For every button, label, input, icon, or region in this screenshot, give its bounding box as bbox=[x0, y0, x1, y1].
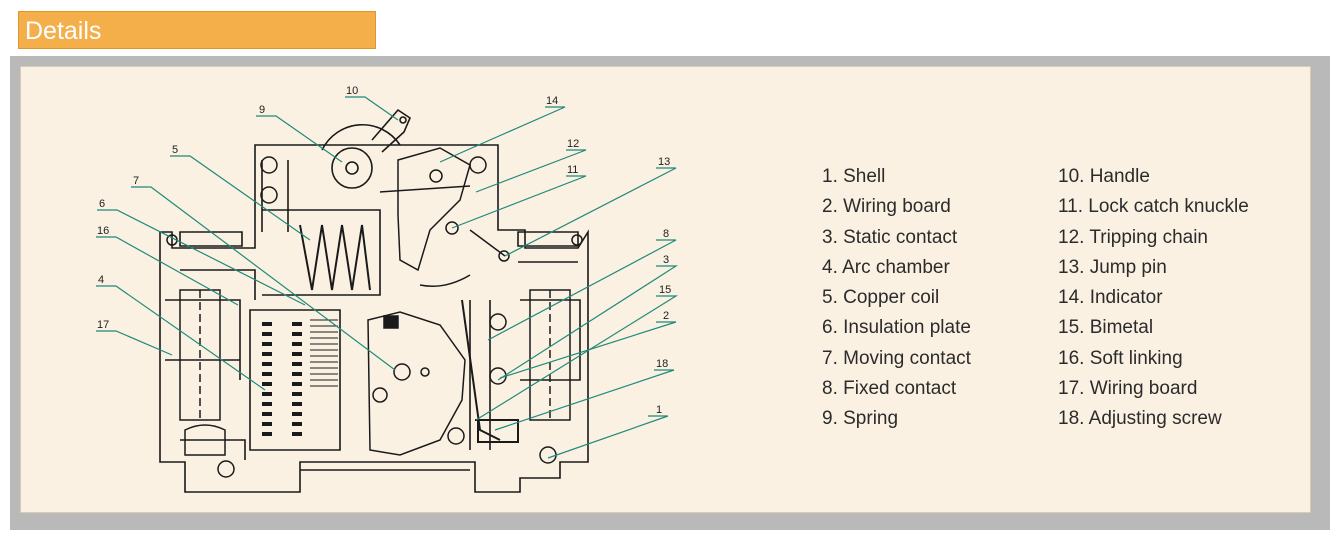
callout-8: 8 bbox=[663, 228, 669, 240]
trip-mechanism bbox=[379, 147, 510, 287]
legend-item: 9. Spring bbox=[822, 408, 899, 430]
handle-assembly bbox=[321, 108, 411, 189]
callout-labels: 1 2 3 4 5 6 7 8 9 10 11 12 13 14 15 16 1… bbox=[97, 85, 671, 416]
arc-chamber-hatch bbox=[310, 319, 338, 387]
legend-item: 18. Adjusting screw bbox=[1058, 408, 1222, 430]
callout-17: 17 bbox=[97, 319, 109, 331]
legend-item: 3. Static contact bbox=[822, 226, 958, 248]
moving-contact bbox=[367, 311, 466, 456]
legend-item: 5. Copper coil bbox=[822, 287, 940, 309]
legend-item: 4. Arc chamber bbox=[822, 256, 950, 278]
legend-item: 7. Moving contact bbox=[822, 347, 971, 369]
legend-item: 2. Wiring board bbox=[822, 196, 951, 218]
callout-4: 4 bbox=[98, 274, 104, 286]
callout-14: 14 bbox=[546, 95, 558, 107]
callout-5: 5 bbox=[172, 144, 178, 156]
callout-18: 18 bbox=[656, 358, 668, 370]
leader-lines bbox=[96, 96, 679, 459]
screw-holes bbox=[166, 156, 583, 478]
legend-item: 8. Fixed contact bbox=[822, 378, 957, 400]
legend-left-column: 1. Shell 2. Wiring board 3. Static conta… bbox=[822, 164, 971, 437]
details-header-tab: Details bbox=[18, 11, 376, 49]
legend-item: 6. Insulation plate bbox=[822, 317, 971, 339]
callout-12: 12 bbox=[567, 138, 579, 150]
legend-right-column: 10. Handle 11. Lock catch knuckle 12. Tr… bbox=[1058, 164, 1249, 437]
callout-10: 10 bbox=[346, 85, 358, 97]
callout-15: 15 bbox=[659, 284, 671, 296]
legend-item: 12. Tripping chain bbox=[1058, 226, 1208, 248]
callout-1: 1 bbox=[656, 404, 662, 416]
callout-2: 2 bbox=[663, 310, 669, 322]
legend-item: 14. Indicator bbox=[1058, 287, 1163, 309]
callout-11: 11 bbox=[567, 164, 578, 176]
callout-7: 7 bbox=[133, 175, 139, 187]
legend-item: 16. Soft linking bbox=[1058, 347, 1183, 369]
legend-item: 17. Wiring board bbox=[1058, 378, 1198, 400]
legend-item: 10. Handle bbox=[1058, 166, 1150, 187]
callout-6: 6 bbox=[99, 198, 105, 210]
callout-9: 9 bbox=[259, 104, 265, 116]
legend-item: 13. Jump pin bbox=[1058, 256, 1167, 278]
callout-3: 3 bbox=[663, 254, 669, 266]
bimetal bbox=[461, 299, 519, 443]
copper-coil bbox=[299, 224, 371, 291]
legend-item: 1. Shell bbox=[822, 166, 886, 187]
wiring-boards bbox=[179, 289, 571, 456]
arc-chamber-plates bbox=[262, 322, 302, 436]
callout-16: 16 bbox=[97, 225, 109, 237]
details-title: Details bbox=[25, 17, 102, 45]
callout-13: 13 bbox=[658, 156, 670, 168]
details-panel bbox=[20, 66, 1311, 513]
legend-item: 15. Bimetal bbox=[1058, 317, 1154, 339]
legend-item: 11. Lock catch knuckle bbox=[1058, 196, 1249, 218]
